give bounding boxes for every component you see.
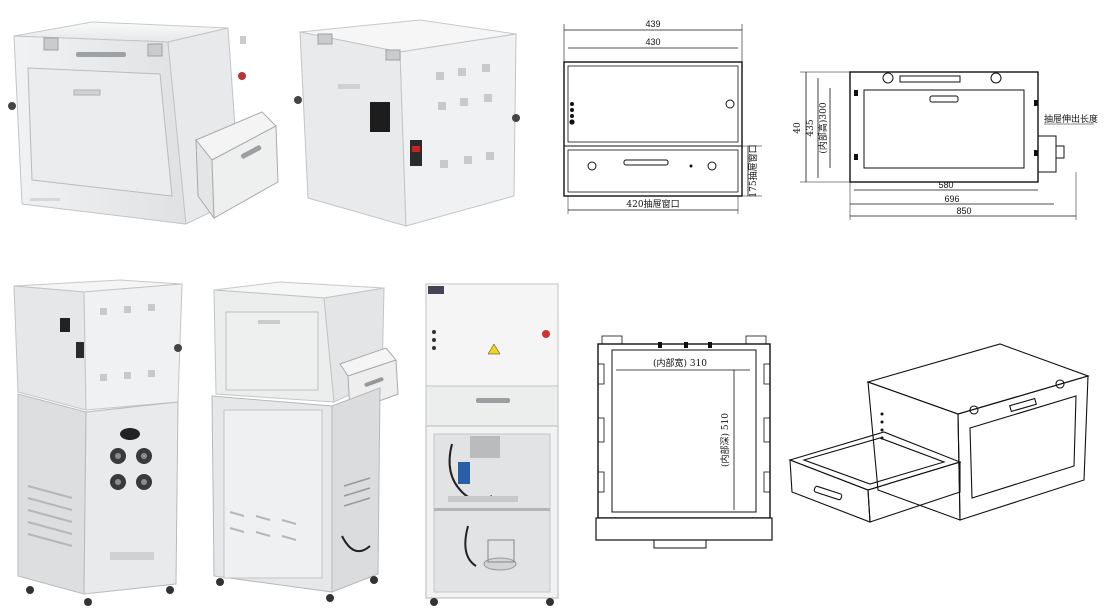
dim-depth-580: 580: [938, 180, 953, 190]
dim-height-total: 435: [806, 119, 816, 136]
isometric-drawing: [784, 340, 1110, 530]
product-photo-rear: [288, 0, 540, 240]
dim-width-inner: 430: [645, 37, 660, 47]
dim-drawer-window-height: 175抽屉窗口: [747, 144, 759, 197]
product-photo-front-drawer-open: [0, 0, 280, 240]
side-view-drawing: 40 435 (内部高)300 抽屉伸出长度 580 696 850: [780, 0, 1115, 240]
product-photo-cabinet-open: [412, 276, 572, 609]
product-photo-cabinet-rear-fans: [0, 276, 196, 609]
dim-inner-width: (内部宽) 310: [653, 357, 707, 369]
dim-inner-height: (内部高)300: [817, 102, 829, 153]
front-view-drawing: 439 430 175抽屉窗口 420抽屉窗口: [552, 0, 780, 240]
dim-depth-696: 696: [944, 194, 959, 204]
top-view-drawing: (内部宽) 310 (内部深) 510: [588, 332, 778, 552]
dim-height-outer: 40: [793, 122, 803, 134]
dim-width-outer: 439: [645, 19, 660, 29]
product-photo-cabinet-front: [204, 276, 400, 609]
dim-inner-depth: (内部深) 510: [719, 413, 731, 467]
dim-drawer-extension: 抽屉伸出长度: [1044, 113, 1098, 125]
dim-depth-850: 850: [956, 206, 971, 216]
dim-drawer-window-width: 420抽屉窗口: [626, 198, 679, 210]
